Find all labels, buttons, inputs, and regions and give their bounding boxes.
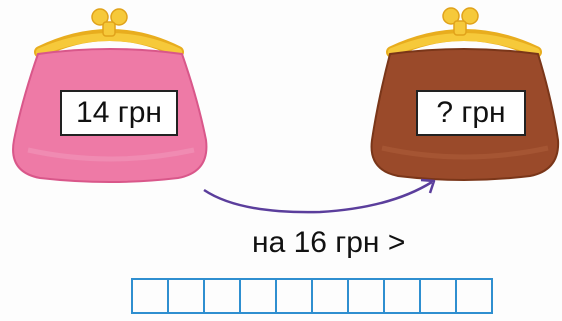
answer-cell[interactable] (419, 278, 457, 314)
answer-cell[interactable] (275, 278, 313, 314)
answer-cell[interactable] (167, 278, 205, 314)
answer-cell[interactable] (131, 278, 169, 314)
answer-cell[interactable] (203, 278, 241, 314)
answer-cell[interactable] (311, 278, 349, 314)
answer-cell[interactable] (239, 278, 277, 314)
answer-cell[interactable] (383, 278, 421, 314)
answer-cell[interactable] (347, 278, 385, 314)
left-purse-amount: 14 грн (60, 90, 178, 136)
comparison-label: на 16 грн > (252, 226, 406, 259)
answer-cell[interactable] (455, 278, 493, 314)
right-purse-amount: ? грн (416, 90, 526, 136)
arrow-icon (203, 178, 436, 214)
answer-grid (131, 278, 493, 314)
